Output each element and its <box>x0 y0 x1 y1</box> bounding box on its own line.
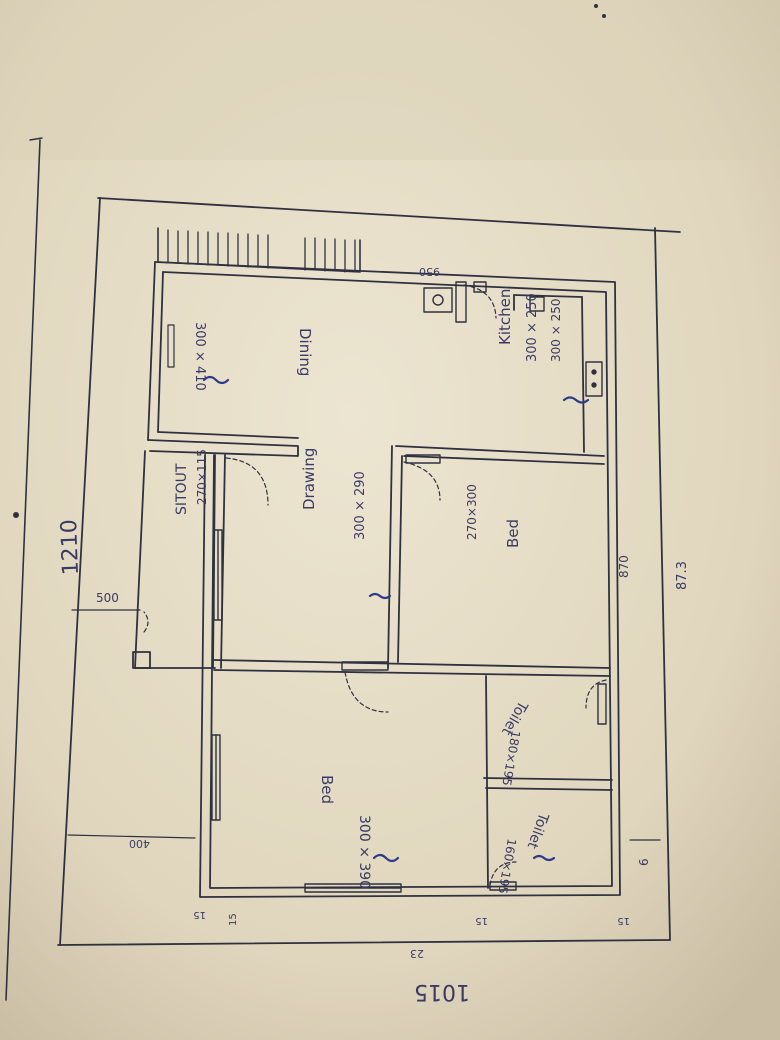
kitchen-fixtures <box>423 281 603 397</box>
windows <box>211 281 607 893</box>
dining-cabinet <box>167 324 175 368</box>
house-walls <box>132 261 621 898</box>
room-sitout: SITOUT 270×115 <box>174 449 209 515</box>
right-inner-dimension: 870 <box>617 555 631 578</box>
room-kitchen: Kitchen 300 × 250 300 × 250 <box>496 289 563 362</box>
room-label: Bed <box>318 775 336 804</box>
room-label: SITOUT <box>174 463 190 515</box>
room-dims: 300 × 250 <box>525 293 540 362</box>
room-drawing: Drawing 300 × 290 <box>300 448 368 540</box>
room-bed-2: Bed 300 × 390 <box>318 775 372 889</box>
plot-boundary <box>57 197 681 946</box>
room-dining: Dining 300 × 410 <box>167 322 314 391</box>
stair-treads <box>167 229 356 273</box>
room-dims: 300 × 390 <box>356 815 372 889</box>
room-bed-1: Bed 270×300 <box>465 484 522 548</box>
bottom-dimension: 23 <box>410 947 424 960</box>
bottom-mark: 15 <box>475 915 488 926</box>
room-label: Bed <box>504 519 522 548</box>
room-label: Kitchen <box>496 289 514 345</box>
room-dims: 300 × 410 <box>192 322 207 391</box>
bottom-mark: 15 <box>228 913 239 926</box>
ink-dot <box>602 14 606 18</box>
right-side-dimension: 87.3 <box>675 561 690 590</box>
room-label: Drawing <box>300 448 318 510</box>
top-dimension: 950 <box>419 265 440 278</box>
room-dims: 270×300 <box>465 484 479 540</box>
room-dims-alt: 300 × 250 <box>549 299 563 363</box>
bottom-mark: 15 <box>617 915 630 926</box>
door-swings <box>143 284 607 886</box>
room-dims: 300 × 290 <box>353 471 368 540</box>
ink-scribbles <box>202 375 590 863</box>
bottom-marks: 15 15 15 15 <box>193 909 630 926</box>
ink-dot <box>594 4 598 8</box>
left-margin-dimension: 500 <box>96 591 119 605</box>
overall-depth-label: 1015 <box>414 979 470 1004</box>
right-small-dimension: 6 <box>637 858 651 866</box>
lower-left-dimension: 400 <box>129 837 150 850</box>
paper-fold-shade <box>0 0 780 160</box>
bottom-mark: 15 <box>193 909 206 920</box>
room-dims: 270×115 <box>195 449 209 505</box>
room-label: Dining <box>296 328 314 376</box>
